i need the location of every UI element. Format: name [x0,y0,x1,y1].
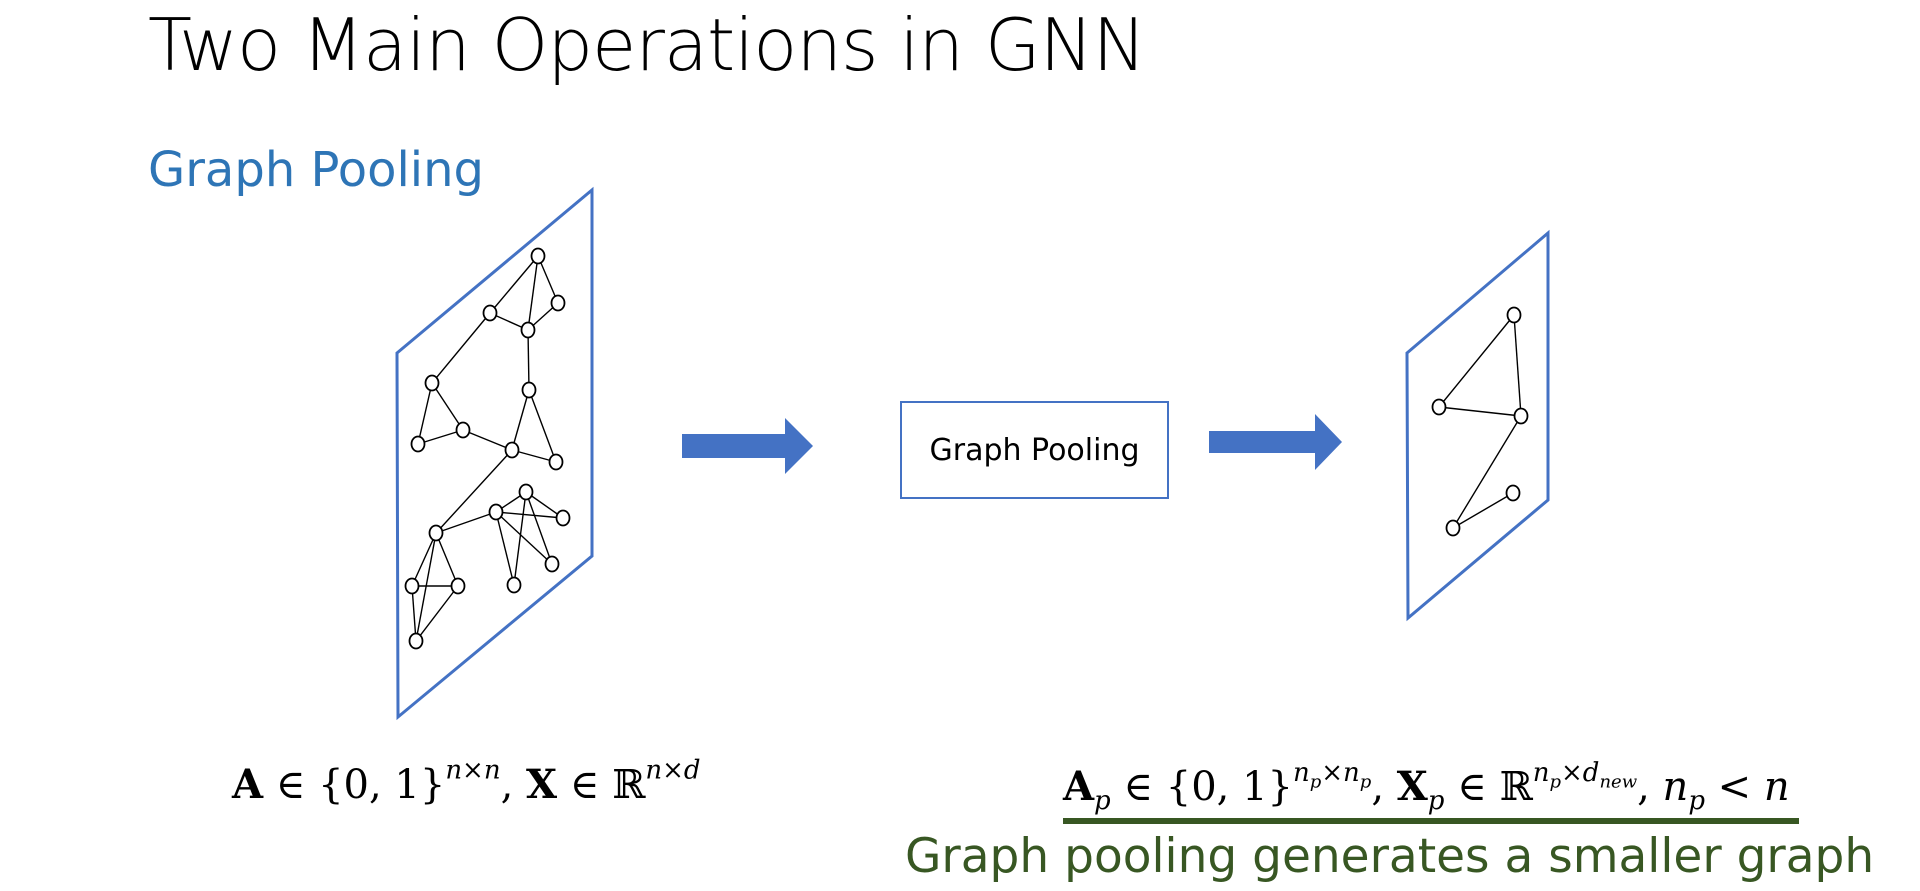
input-formula: A ∈ {0, 1}n×n, X ∈ ℝn×d [232,755,701,808]
graph-node [428,524,444,542]
right-arrow-icon [1209,414,1342,470]
slide-title: Two Main Operations in GNN [148,3,1146,87]
graph-node [404,577,420,595]
right-arrow-icon [682,418,813,474]
graph-node [1513,407,1529,425]
graph-node [520,321,536,339]
graph-node [544,555,560,573]
graph-node [450,577,466,595]
input-graph-nodes [404,247,571,650]
graph-node [488,503,504,521]
graph-pooling-box-label: Graph Pooling [929,432,1140,468]
caption: Graph pooling generates a smaller graph [905,829,1875,884]
graph-node [424,374,440,392]
graph-node [1505,484,1521,502]
graph-node [530,247,546,265]
graph-node [518,483,534,501]
graph-node [408,632,424,650]
input-graph-plane [395,186,594,721]
output-formula: Ap ∈ {0, 1}np×np, Xp ∈ ℝnp×dnew, np < n [1063,757,1790,817]
graph-node [548,453,564,471]
graph-pooling-box: Graph Pooling [900,401,1169,499]
graph-node [1431,398,1447,416]
input-graph [395,186,594,721]
output-graph-plane [1405,229,1550,622]
graph-node [1506,306,1522,324]
graph-node [504,441,520,459]
graph-node [521,381,537,399]
output-graph-nodes [1431,306,1529,537]
graph-node [555,509,571,527]
graph-node [550,294,566,312]
section-heading: Graph Pooling [148,142,485,198]
output-graph-edges [1438,314,1522,529]
graph-node [482,304,498,322]
graph-node [455,421,471,439]
graph-node [1445,519,1461,537]
formula-underline [1063,818,1799,824]
graph-node [410,435,426,453]
output-graph [1405,229,1550,622]
graph-node [506,576,522,594]
